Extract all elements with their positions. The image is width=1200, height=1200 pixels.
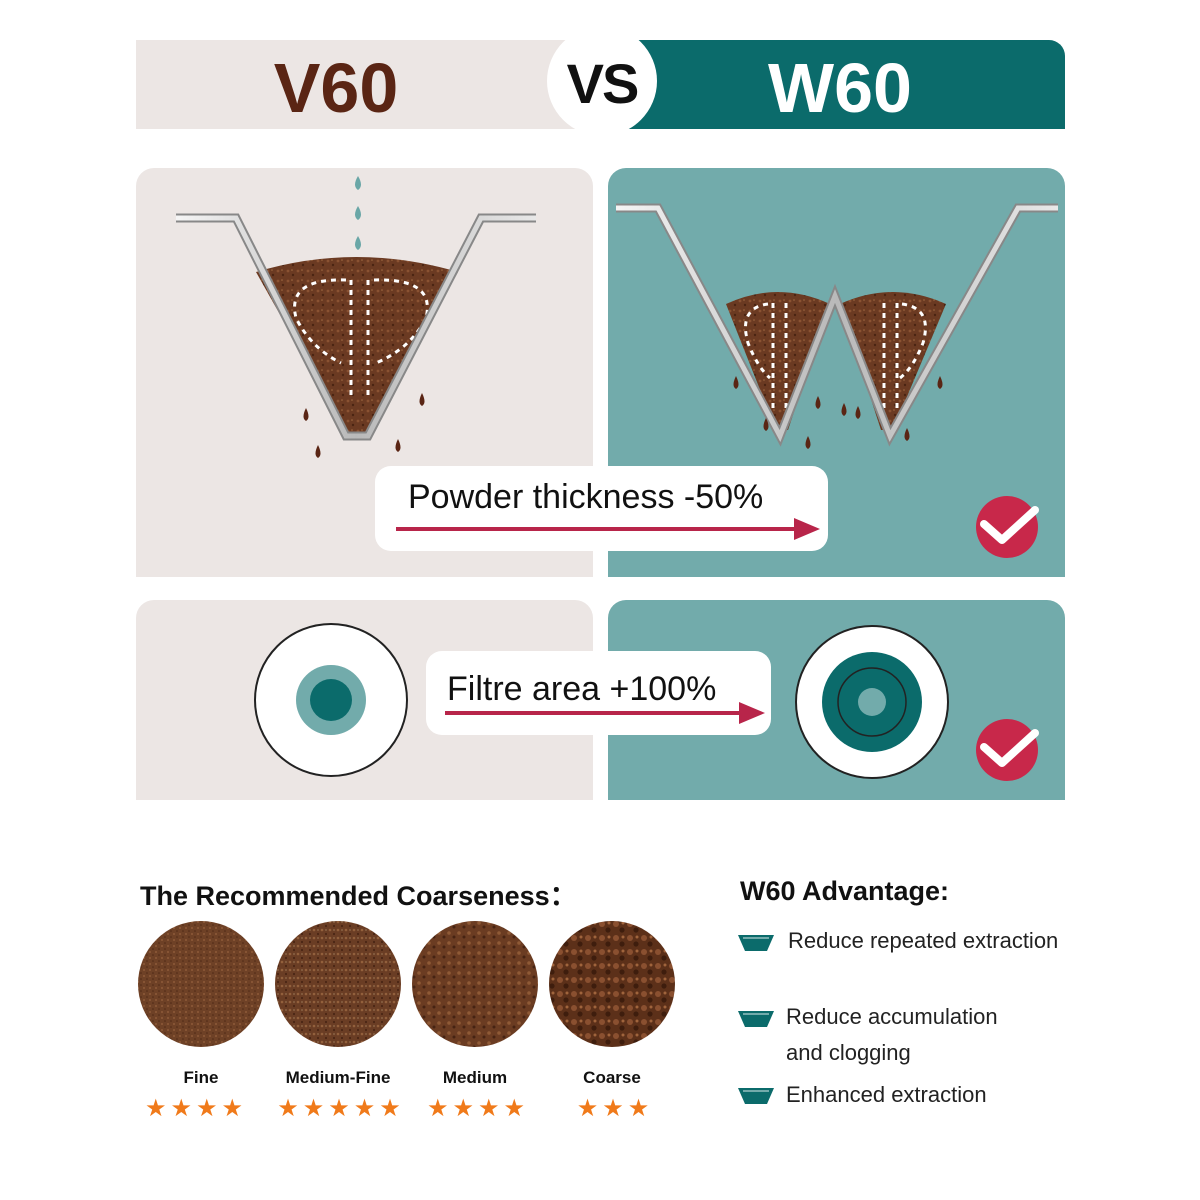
- v60-filter-diagram: [254, 623, 408, 777]
- advantage-item: Enhanced extraction: [786, 1082, 987, 1107]
- grind-label-coarse: Coarse: [583, 1068, 641, 1087]
- coarseness-title: The Recommended Coarseness：: [140, 881, 577, 911]
- coffee-bed: [256, 257, 458, 432]
- w60-cone-illustration: [616, 203, 1058, 558]
- check-badge-icon: [976, 496, 1039, 558]
- water-drops: [355, 176, 361, 250]
- dripper-icon: [738, 1011, 774, 1027]
- star-rating-medium-fine: ★★★★★: [277, 1095, 405, 1122]
- vs-badge: [547, 26, 657, 136]
- header-w60-band: [600, 40, 1065, 129]
- advantage-title: W60 Advantage:: [740, 876, 950, 906]
- advantage-item: Reduce accumulation and clogging: [786, 1004, 998, 1065]
- check-badge-icon: [976, 719, 1039, 781]
- vs-label: VS: [566, 52, 640, 115]
- star-rating-medium: ★★★★: [426, 1095, 530, 1122]
- powder-thickness-callout: [375, 466, 828, 551]
- grind-coarse-sample: [549, 921, 675, 1047]
- filter-area-callout: [426, 651, 771, 735]
- w60-filter-diagram: [795, 625, 1039, 781]
- grind-medium-fine-sample: [275, 921, 401, 1047]
- grind-label-medium: Medium: [442, 1068, 508, 1087]
- header-v60-band: [136, 40, 606, 129]
- grind-samples: [138, 921, 675, 1047]
- dripper-icon: [738, 1088, 774, 1104]
- star-rating-fine: ★★★★: [144, 1095, 248, 1122]
- arrow-right-icon: [445, 702, 765, 724]
- grind-label-medium-fine: Medium-Fine: [285, 1068, 391, 1087]
- grind-fine-sample: [138, 921, 264, 1047]
- arrow-right-icon: [396, 518, 820, 540]
- grind-label-fine: Fine: [183, 1068, 219, 1087]
- dripper-icon: [738, 935, 774, 951]
- grind-medium-sample: [412, 921, 538, 1047]
- coffee-drips: [303, 393, 425, 458]
- powder-thickness-label: Powder thickness -50%: [408, 478, 764, 516]
- star-rating-coarse: ★★★: [576, 1095, 654, 1122]
- w60-title: W60: [768, 49, 912, 127]
- v60-title: V60: [273, 49, 399, 127]
- advantage-item: Reduce repeated extraction: [788, 928, 1059, 953]
- v60-cone-illustration: [176, 176, 536, 458]
- filter-area-label: Filtre area +100%: [447, 670, 717, 708]
